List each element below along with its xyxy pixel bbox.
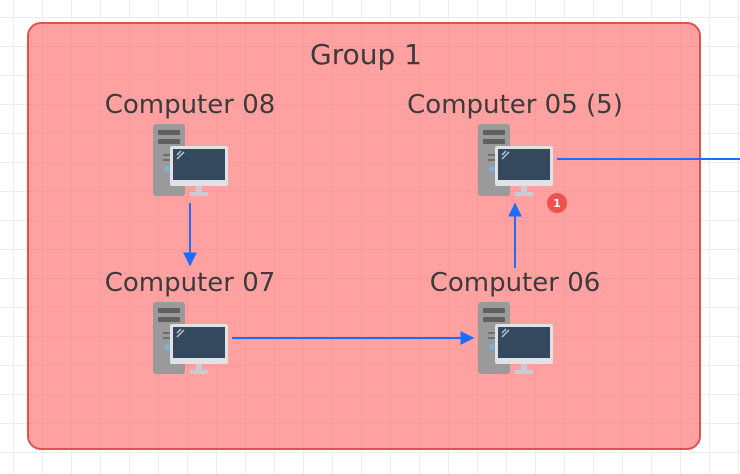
group-container[interactable]: Group 1 [27,22,701,450]
group-title: Group 1 [310,38,422,71]
computer-icon[interactable] [153,122,229,198]
notification-badge[interactable]: 1 [547,193,567,213]
node-label-computer-07: Computer 07 [104,268,276,298]
node-label-computer-06: Computer 06 [429,268,601,298]
node-label-computer-05: Computer 05 (5) [407,90,623,120]
computer-icon[interactable] [153,300,229,376]
node-label-computer-08: Computer 08 [104,90,276,120]
computer-icon[interactable] [478,122,554,198]
computer-icon[interactable] [478,300,554,376]
